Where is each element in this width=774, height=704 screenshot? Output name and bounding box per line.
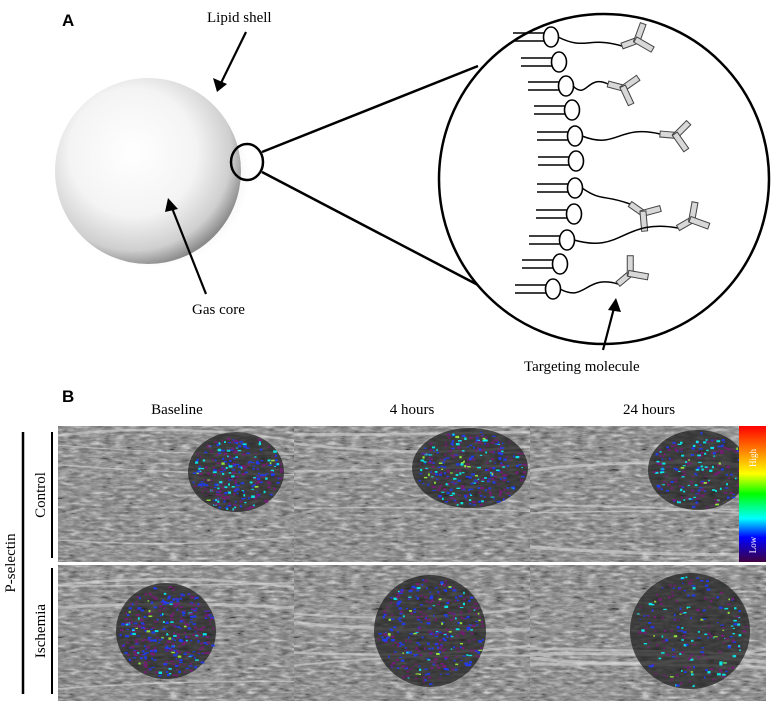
column-label-24-hours: 24 hours (623, 402, 675, 418)
targeting-molecule-arrow (601, 298, 621, 351)
antibody-icon (615, 255, 650, 288)
lipid-shell-label: Lipid shell (207, 10, 272, 26)
lipid-shell-arrow (213, 31, 247, 92)
zoom-marker (229, 142, 265, 182)
antibody-icon (627, 200, 662, 232)
antibody-icon (659, 119, 692, 153)
targeting-ligand (573, 201, 711, 245)
colorbar: High Low (739, 426, 766, 562)
targeting-ligand (559, 255, 650, 294)
ultrasound-image (530, 426, 766, 562)
phospholipid (513, 26, 560, 48)
targeting-ligand (557, 21, 655, 53)
ultrasound-image (294, 426, 530, 562)
antibody-icon (606, 74, 641, 107)
row-label-ischemia: Ischemia (33, 604, 49, 658)
panel-b: B Baseline 4 hours 24 hours P-selectin C… (3, 387, 766, 701)
row-label-control: Control (33, 472, 49, 518)
phospholipid (534, 99, 581, 121)
panel-a: A Lipid shell Gas core Targeting molecul… (54, 10, 771, 375)
colorbar-gradient (739, 426, 766, 562)
phospholipid (522, 253, 569, 275)
phospholipid (528, 75, 575, 97)
phospholipid (521, 51, 568, 73)
antibody-icon (675, 201, 711, 232)
lipid-layer (513, 21, 711, 300)
gas-core-arrow (165, 198, 208, 295)
gas-core-label: Gas core (192, 302, 245, 318)
ultrasound-grid (58, 426, 766, 701)
targeting-molecule-label: Targeting molecule (524, 359, 640, 375)
group-label-p-selectin: P-selectin (3, 533, 19, 593)
ultrasound-image (58, 426, 294, 562)
magnified-circle (437, 12, 771, 346)
column-label-4-hours: 4 hours (390, 402, 435, 418)
ultrasound-image (294, 565, 530, 701)
targeting-ligand (581, 187, 662, 232)
phospholipid (529, 229, 576, 251)
zoom-line-top (261, 64, 479, 154)
microbubble-sphere (55, 78, 241, 264)
phospholipid (536, 203, 583, 225)
colorbar-low-label: Low (748, 536, 758, 553)
panel-a-letter: A (62, 11, 74, 30)
ultrasound-image (58, 565, 294, 701)
panel-b-letter: B (62, 387, 74, 406)
targeting-ligand (572, 74, 641, 107)
antibody-icon (620, 21, 655, 53)
ultrasound-image (530, 565, 766, 701)
phospholipid (538, 150, 585, 172)
targeting-ligand (581, 119, 692, 153)
zoom-line-bottom (261, 170, 479, 287)
column-label-baseline: Baseline (151, 402, 203, 418)
colorbar-high-label: High (748, 449, 758, 468)
